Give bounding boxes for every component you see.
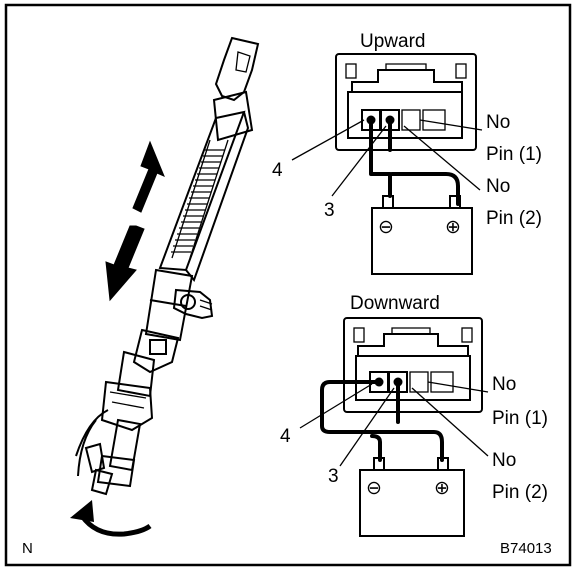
downward-no-pin-2-line1: No	[492, 450, 516, 471]
downward-label-3: 3	[328, 466, 339, 487]
downward-battery-positive: ⊕	[434, 478, 450, 499]
upward-no-pin-1-line1: No	[486, 112, 510, 133]
upward-wire-3	[388, 120, 460, 206]
downward-leader-4	[299, 383, 373, 429]
upward-no-pin-1-line2: Pin (1)	[486, 144, 542, 165]
downward-no-pin-1-line1: No	[492, 374, 516, 395]
rotation-arrow	[70, 500, 152, 537]
upward-battery-positive: ⊕	[445, 217, 461, 238]
downward-battery	[359, 469, 465, 537]
upward-leader-no-pin-2	[403, 125, 481, 191]
downward-no-pin-2-line2: Pin (2)	[492, 482, 548, 503]
upward-leader-no-pin-1	[419, 119, 483, 131]
downward-no-pin-1-line2: Pin (1)	[492, 408, 548, 429]
downward-leader-no-pin-1	[427, 381, 489, 393]
telescopic-spring	[171, 139, 229, 259]
upward-connector-diagram: Upward ⊖ ⊕ 4 3 No Pin (1) No Pin	[272, 31, 542, 275]
upward-wire-4	[369, 120, 392, 198]
downward-battery-negative: ⊖	[366, 478, 382, 499]
downward-wire-4	[320, 380, 444, 462]
upward-label-3: 3	[324, 200, 335, 221]
steering-column-illustration	[75, 36, 260, 496]
upward-battery-negative: ⊖	[378, 217, 394, 238]
upward-leader-4	[291, 119, 365, 161]
upward-label-4: 4	[272, 160, 283, 181]
upward-no-pin-2-line1: No	[486, 176, 510, 197]
downward-leader-no-pin-2	[411, 387, 489, 457]
corner-label-n: N	[22, 540, 33, 557]
downward-title: Downward	[350, 293, 440, 314]
diagram-frame	[4, 3, 572, 567]
upward-connector-housing	[335, 53, 477, 151]
upward-battery	[371, 207, 473, 275]
upward-no-pin-2-line2: Pin (2)	[486, 208, 542, 229]
upward-title: Upward	[360, 31, 425, 52]
downward-leader-3	[339, 387, 395, 467]
upward-leader-3	[331, 125, 387, 197]
downward-connector-diagram: Downward ⊖ ⊕ 4 3 No Pin (1) No Pin (2)	[280, 293, 548, 537]
downward-label-4: 4	[280, 426, 291, 447]
adjust-direction-arrows	[105, 140, 165, 302]
downward-connector-housing	[343, 317, 483, 413]
upward-terminal-block	[347, 91, 463, 139]
downward-terminal-block	[355, 355, 471, 401]
figure-code: B74013	[500, 540, 552, 557]
